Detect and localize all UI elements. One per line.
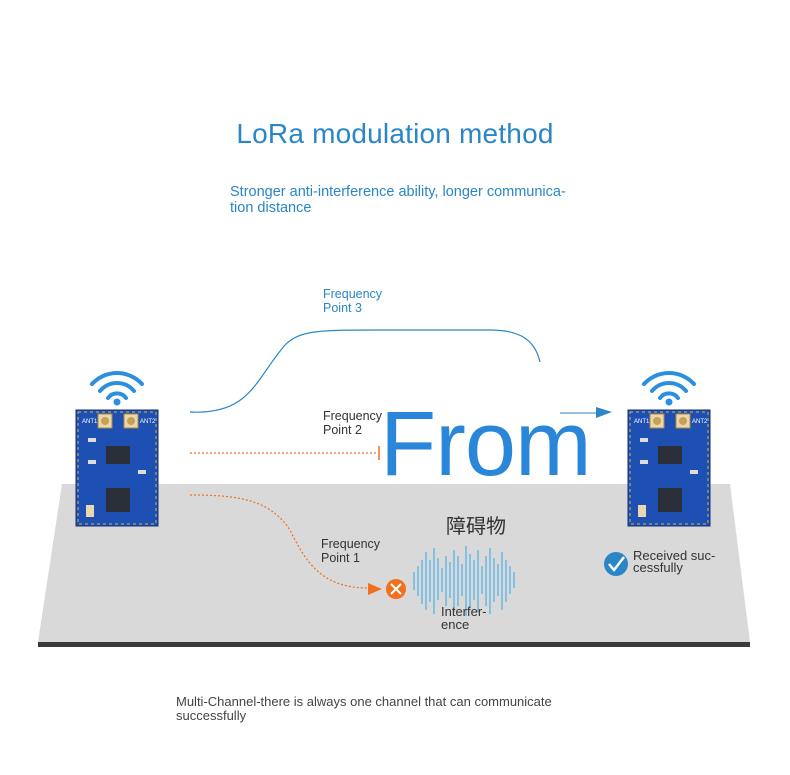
lora-module-right: ANT1 ANT2 <box>627 409 711 527</box>
ground-edge <box>38 642 750 647</box>
svg-text:ANT2: ANT2 <box>140 419 156 425</box>
label-frequency-point-1: Frequency Point 1 <box>321 537 381 565</box>
received-label: Received suc- cessfully <box>633 548 716 575</box>
path-point-1 <box>189 494 369 589</box>
overlay-text: From <box>380 393 592 495</box>
svg-text:ANT1: ANT1 <box>634 419 650 425</box>
arrow-icon <box>368 583 382 595</box>
lora-module-left: ANT1 ANT2 <box>75 409 159 527</box>
arrow-icon <box>596 407 612 418</box>
svg-text:ANT1: ANT1 <box>82 419 98 425</box>
wifi-dot <box>113 398 121 406</box>
path-point-3 <box>189 329 541 413</box>
interference-wave <box>413 546 515 616</box>
wifi-dot <box>665 398 673 406</box>
label-frequency-point-2: Frequency Point 2 <box>323 409 383 437</box>
wifi-icon <box>642 371 696 400</box>
close-icon <box>386 579 406 599</box>
page-title: LoRa modulation method <box>236 118 554 149</box>
ground-plane <box>38 484 750 642</box>
check-icon <box>604 552 628 576</box>
page-subtitle: Stronger anti-interference ability, long… <box>230 184 566 216</box>
bottom-caption: Multi-Channel-there is always one channe… <box>176 694 552 723</box>
label-frequency-point-3: Frequency Point 3 <box>323 287 383 315</box>
svg-text:ANT2: ANT2 <box>692 419 708 425</box>
interference-label: Interfer- ence <box>441 604 487 632</box>
wifi-icon <box>90 371 144 400</box>
obstacle-label: 障碍物 <box>446 516 506 538</box>
